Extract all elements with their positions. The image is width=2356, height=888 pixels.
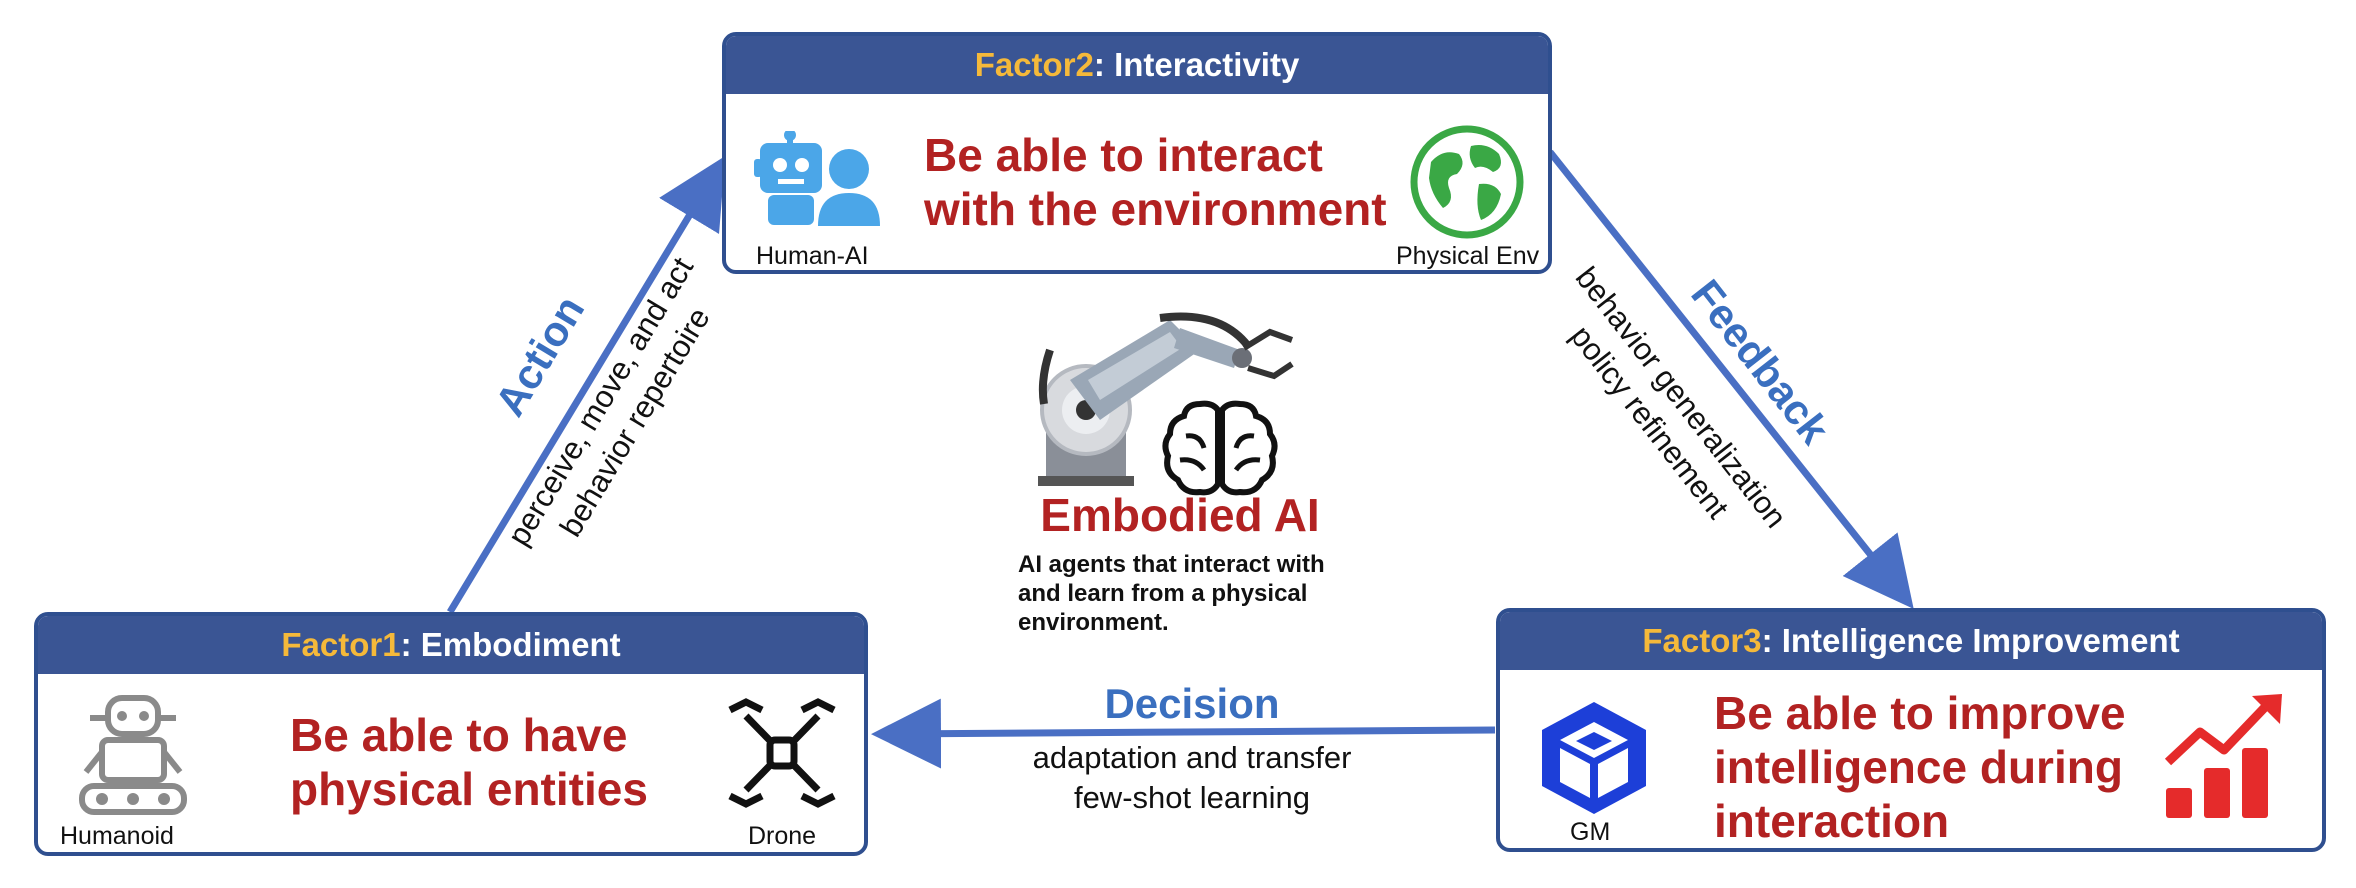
factor2-name: : Interactivity (1093, 46, 1300, 83)
factor2-headline: Be able to interact with the environment (924, 128, 1387, 236)
drone-label: Drone (748, 822, 817, 850)
human-ai-icon (754, 129, 884, 236)
humanoid-robot-icon (78, 694, 188, 823)
center-description: AI agents that interact with and learn f… (1018, 550, 1398, 637)
center-title: Embodied AI (1040, 489, 1320, 541)
gm-label: GM (1570, 818, 1611, 846)
factor3-headline: Be able to improve intelligence during i… (1714, 686, 2126, 848)
center-desc-line-2: and learn from a physical (1018, 580, 1308, 607)
action-arrow (447, 156, 726, 614)
factor3-name: : Intelligence Improvement (1761, 622, 2180, 659)
globe-icon (1409, 124, 1525, 245)
factor1-headline: Be able to have physical entities (290, 708, 648, 816)
center-desc-line-3: environment. (1018, 609, 1169, 636)
factor2-tag: Factor2 (974, 46, 1094, 83)
factor2-headline-line-1: Be able to interact (924, 129, 1323, 181)
factor1-header: Factor1 : Embodiment (38, 616, 864, 674)
factor3-headline-line-1: Be able to improve (1714, 687, 2126, 739)
human-ai-label: Human-AI (756, 242, 869, 270)
humanoid-label: Humanoid (60, 822, 174, 850)
physical-env-label: Physical Env (1396, 242, 1540, 270)
decision-verb: Decision (1104, 680, 1280, 727)
factor1-name: : Embodiment (400, 626, 621, 663)
drone-icon (724, 694, 840, 817)
robot-arm-icon (1030, 310, 1300, 495)
growth-chart-icon (2160, 692, 2290, 827)
factor3-header: Factor3 : Intelligence Improvement (1500, 612, 2322, 670)
factor3-headline-line-2: intelligence during (1714, 741, 2123, 793)
factor3-tag: Factor3 (1642, 622, 1762, 659)
feedback-arrow (1547, 149, 1914, 609)
decision-subtext-line-1: adaptation and transfer (1032, 740, 1352, 775)
decision-subtext-line-2: few-shot learning (1073, 780, 1311, 815)
factor1-box: Factor1 : Embodiment Humanoid Be able to… (34, 612, 868, 856)
factor2-box: Factor2 : Interactivity Human-AI Be able… (722, 32, 1552, 274)
factor2-header: Factor2 : Interactivity (726, 36, 1548, 94)
brain-icon (1160, 398, 1280, 503)
decision-subtext: adaptation and transfer few-shot learnin… (1033, 738, 1352, 818)
factor3-box: Factor3 : Intelligence Improvement GM Be… (1496, 608, 2326, 852)
cube-model-icon (1536, 698, 1652, 823)
factor2-headline-line-2: with the environment (924, 183, 1387, 235)
factor1-headline-line-2: physical entities (290, 763, 648, 815)
factor1-tag: Factor1 (281, 626, 401, 663)
factor1-headline-line-1: Be able to have (290, 709, 628, 761)
factor3-headline-line-3: interaction (1714, 795, 1950, 847)
center-desc-line-1: AI agents that interact with (1018, 551, 1325, 578)
decision-arrow (871, 698, 1496, 769)
